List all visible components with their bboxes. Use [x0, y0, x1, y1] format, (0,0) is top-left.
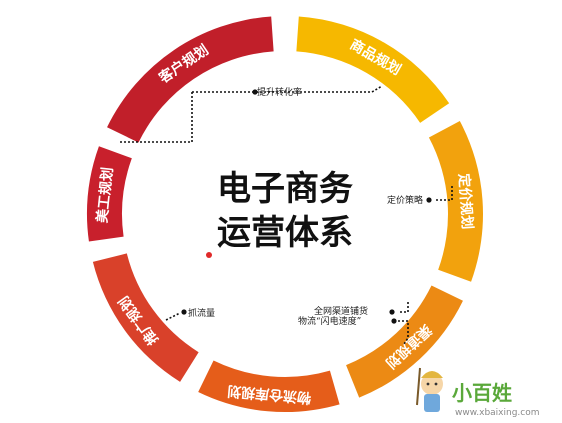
connector-channel — [400, 302, 409, 313]
connector-logistics — [398, 320, 409, 345]
annotation-traffic: 抓流量 — [188, 307, 215, 319]
ring-label-2: 定价规划 — [455, 173, 476, 230]
dot-channel — [389, 309, 395, 315]
annotation-channel: 全网渠道铺货 — [314, 305, 368, 317]
ring-segment-6 — [87, 146, 132, 242]
connector-pricing — [436, 184, 453, 201]
annotation-conversion: 提升转化率 — [257, 86, 302, 98]
mascot-icon — [416, 367, 443, 412]
dot-traffic — [181, 309, 187, 315]
connector-traffic — [165, 312, 181, 321]
center-title-line2: 运营体系 — [217, 213, 353, 253]
center-red-dot — [206, 252, 212, 258]
dot-conversion — [252, 89, 258, 95]
connector-conversion — [192, 85, 383, 93]
watermark-text: 小百姓 — [452, 381, 512, 405]
annotation-logistics: 物流“闪电速度” — [298, 315, 361, 327]
ring-segment-1 — [296, 16, 450, 123]
dot-pricing — [426, 197, 432, 203]
connector-customer-design — [120, 92, 193, 143]
connector-dots — [181, 89, 432, 324]
ring-segment-4 — [198, 360, 340, 412]
ring-segment-0 — [107, 16, 274, 143]
dot-logistics — [391, 318, 397, 324]
connector-lines — [120, 85, 453, 345]
ring-segment-3 — [346, 285, 463, 398]
annotation-pricing: 定价策略 — [387, 194, 423, 206]
watermark: 小百姓 www.xbaixing.com — [416, 367, 540, 418]
ring-segment-2 — [428, 121, 483, 282]
ring-segments — [87, 16, 483, 412]
watermark-url: www.xbaixing.com — [455, 408, 540, 418]
ring-segment-5 — [92, 253, 199, 382]
ring-label-6: 美工规划 — [94, 166, 117, 223]
center-title-line1: 电子商务 — [217, 169, 353, 209]
